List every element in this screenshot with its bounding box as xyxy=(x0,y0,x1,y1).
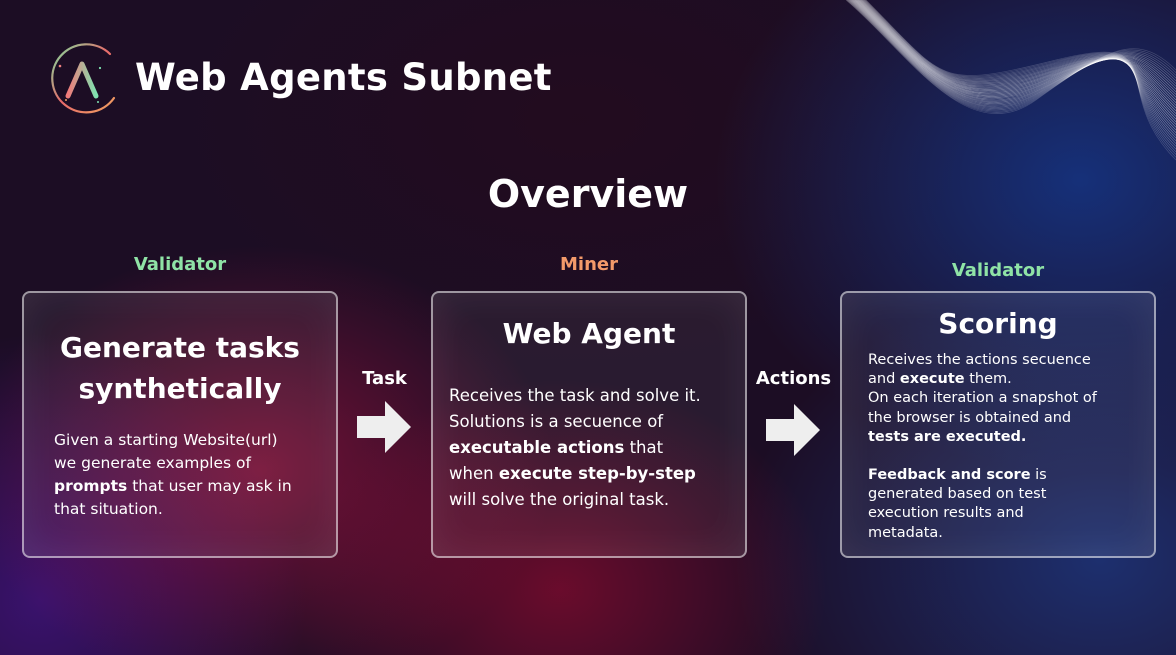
card-agent-line1: Receives the task and solve it. xyxy=(449,386,701,405)
card-web-agent: Web Agent Receives the task and solve it… xyxy=(431,291,747,558)
card-agent-line5: will solve the original task. xyxy=(449,490,670,509)
wave-line xyxy=(862,0,1176,147)
card-scoring-line6-rest: is xyxy=(1030,467,1047,484)
wave-line xyxy=(850,0,1176,104)
wave-line xyxy=(854,0,1176,109)
wave-line xyxy=(860,0,1176,136)
wave-line xyxy=(850,0,1176,106)
wave-line xyxy=(854,0,1176,112)
wave-line xyxy=(848,0,1176,109)
card-agent-line4-pre: when xyxy=(449,464,499,483)
arrow-right-icon xyxy=(357,401,411,453)
wave-line xyxy=(856,0,1176,120)
wave-line xyxy=(863,0,1176,153)
card-scoring-line5: tests are executed. xyxy=(868,428,1097,447)
card-generate-line2: we generate examples of xyxy=(54,454,251,472)
card-generate-tasks: Generate tasks synthetically Given a sta… xyxy=(22,291,338,558)
card-generate-title-line1: Generate tasks xyxy=(60,331,300,364)
wave-line xyxy=(851,0,1176,102)
card-scoring-title: Scoring xyxy=(938,307,1058,340)
wave-line xyxy=(858,0,1176,128)
card-scoring-line2: and execute them. xyxy=(868,370,1097,389)
card-scoring-line7: generated based on test xyxy=(868,486,1047,503)
wave-line xyxy=(849,0,1176,107)
card-agent-line4: when execute step-by-step xyxy=(449,461,701,487)
card-agent-line4-bold: execute step-by-step xyxy=(498,464,696,483)
flow-label-task: Task xyxy=(362,368,407,389)
card-agent-body: Receives the task and solve it. Solution… xyxy=(449,383,701,513)
wave-line xyxy=(847,0,1176,111)
card-scoring-line6: Feedback and score is xyxy=(868,466,1097,485)
card-generate-line4: that situation. xyxy=(54,500,163,518)
wave-line xyxy=(851,0,1176,103)
flow-label-actions: Actions xyxy=(755,368,832,389)
wave-line xyxy=(860,0,1176,139)
card-scoring-line2-bold: execute xyxy=(899,371,965,388)
card-scoring-line8: execution results and xyxy=(868,505,1024,522)
wave-line xyxy=(863,0,1176,150)
card-agent-line2: Solutions is a secuence of xyxy=(449,412,664,431)
wave-line xyxy=(865,0,1176,158)
card-generate-body: Given a starting Website(url) we generat… xyxy=(54,429,292,521)
card-scoring: Scoring Receives the actions secuence an… xyxy=(840,291,1156,558)
role-label-validator-right: Validator xyxy=(951,260,1045,281)
wave-line xyxy=(859,0,1176,133)
wave-line xyxy=(859,0,1176,131)
wave-line xyxy=(864,0,1176,155)
card-generate-line3-rest: that user may ask in xyxy=(127,477,292,495)
card-agent-title: Web Agent xyxy=(502,317,676,350)
card-generate-line1: Given a starting Website(url) xyxy=(54,431,278,449)
wave-line xyxy=(852,0,1176,101)
wave-line xyxy=(865,0,1176,161)
wave-line xyxy=(857,0,1176,125)
card-generate-title-line2: synthetically xyxy=(78,372,282,405)
wave-line xyxy=(855,0,1176,114)
card-agent-line3-bold: executable actions xyxy=(449,438,625,457)
card-agent-line3-rest: that xyxy=(624,438,664,457)
card-generate-title: Generate tasks synthetically xyxy=(24,327,336,409)
card-scoring-line9: metadata. xyxy=(868,524,943,541)
wave-line xyxy=(846,0,1176,113)
wave-line xyxy=(857,0,1176,123)
wave-line xyxy=(853,0,1176,103)
card-agent-line3: executable actions that xyxy=(449,435,701,461)
wave-line xyxy=(853,0,1176,106)
role-label-miner: Miner xyxy=(560,254,618,275)
card-scoring-line6-bold: Feedback and score xyxy=(868,467,1031,484)
card-scoring-spacer xyxy=(868,447,1097,466)
card-scoring-line1: Receives the actions secuence xyxy=(868,352,1091,368)
wave-lines-decoration xyxy=(846,0,1176,161)
wave-line xyxy=(846,0,1176,114)
wave-line xyxy=(856,0,1176,117)
logo-icon xyxy=(51,43,116,114)
card-scoring-line2-rest: them. xyxy=(964,371,1012,388)
card-scoring-line5-bold: tests are executed. xyxy=(868,428,1027,445)
card-scoring-line2-pre: and xyxy=(868,371,900,388)
wave-line xyxy=(846,0,1176,112)
card-scoring-line3: On each iteration a snapshot of xyxy=(868,390,1097,407)
card-generate-line3: prompts that user may ask in xyxy=(54,475,292,498)
wave-line xyxy=(848,0,1176,108)
card-generate-line3-bold: prompts xyxy=(54,477,128,495)
card-scoring-body: Receives the actions secuence and execut… xyxy=(868,351,1097,543)
wave-line xyxy=(862,0,1176,144)
overview-heading: Overview xyxy=(487,172,689,216)
role-label-validator-left: Validator xyxy=(133,254,227,275)
wave-line xyxy=(861,0,1176,142)
arrow-right-icon xyxy=(766,404,820,456)
card-scoring-line4: the browser is obtained and xyxy=(868,409,1072,426)
brand-title: Web Agents Subnet xyxy=(135,56,552,99)
